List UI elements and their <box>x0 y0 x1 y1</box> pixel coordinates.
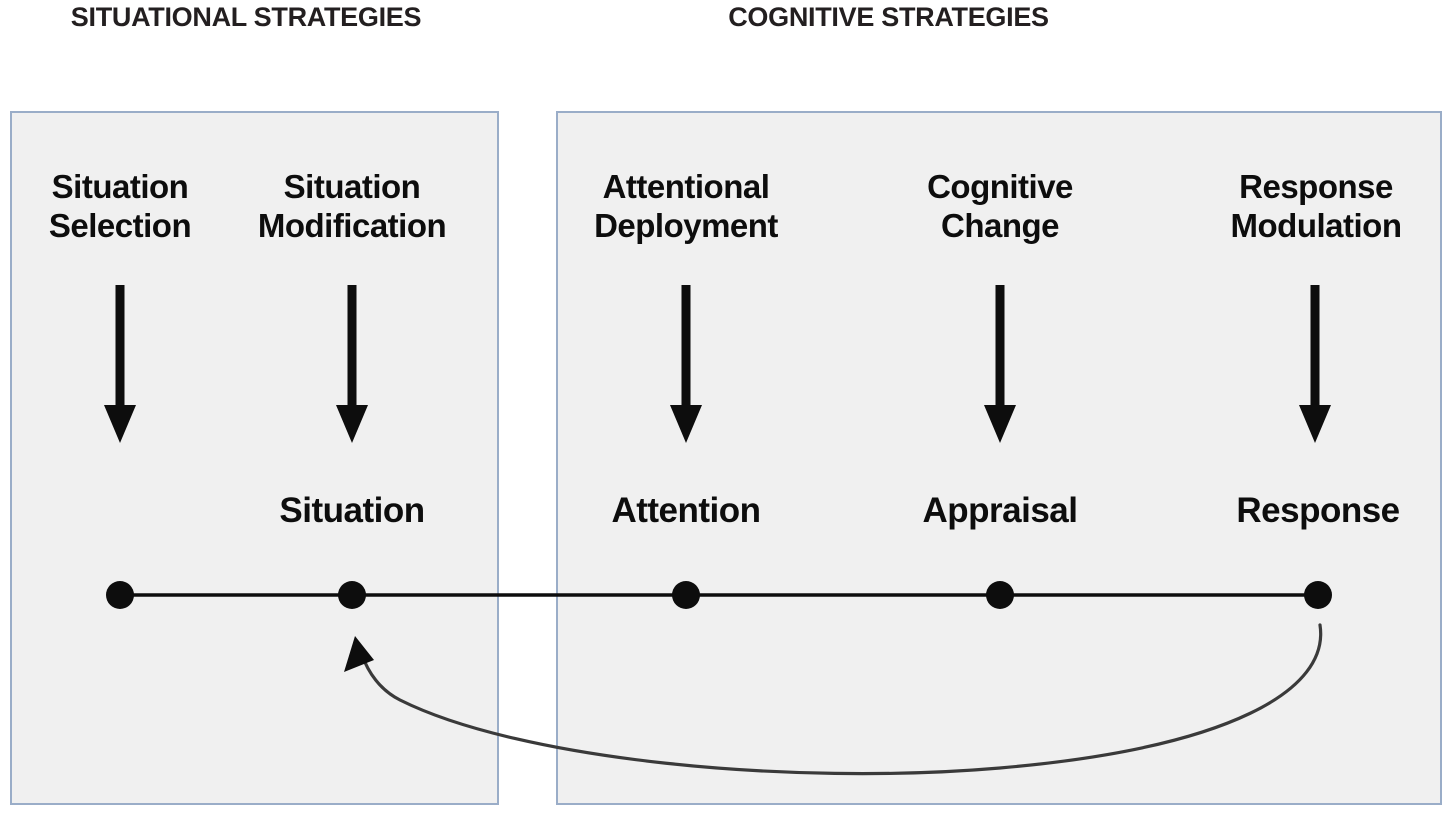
strategy-label-response-modulation: Response Modulation <box>1230 168 1402 244</box>
stage-label-response: Response <box>1236 491 1400 530</box>
stage-label-appraisal: Appraisal <box>922 491 1079 530</box>
stage-label-situation: Situation <box>279 491 425 530</box>
strategy-label-situation-modification: Situation Modification <box>257 168 447 244</box>
cognitive-strategies-heading: COGNITIVE STRATEGIES <box>728 2 1049 32</box>
strategy-label-attentional-deployment: Attentional Deployment <box>594 168 778 244</box>
strategy-label-situation-selection: Situation Selection <box>48 168 192 244</box>
situational-strategies-heading: SITUATIONAL STRATEGIES <box>70 2 422 32</box>
strategy-label-cognitive-change: Cognitive Change <box>927 168 1073 244</box>
stage-label-attention: Attention <box>611 491 761 530</box>
